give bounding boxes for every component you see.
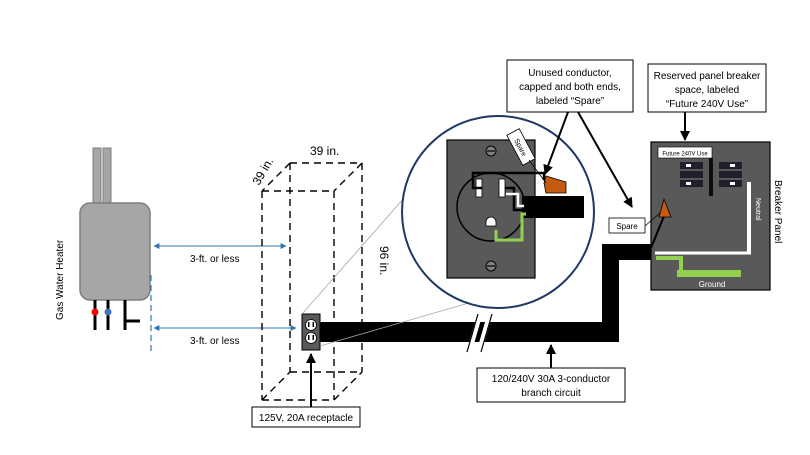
breaker-slots bbox=[680, 158, 742, 196]
svg-text:labeled “Spare”: labeled “Spare” bbox=[536, 96, 604, 107]
flue-pipe-right bbox=[102, 147, 112, 207]
inset-neutral-wire bbox=[506, 192, 524, 208]
callout-reserved-space: Reserved panel breaker space, labeled “F… bbox=[647, 63, 767, 113]
svg-text:120/240V 30A 3-conductor: 120/240V 30A 3-conductor bbox=[492, 374, 611, 385]
clearance-dimension-top: 3-ft. or less bbox=[153, 243, 287, 265]
svg-text:capped and both ends,: capped and both ends, bbox=[519, 82, 621, 93]
flue-pipe-left bbox=[92, 147, 102, 207]
receptacle-detail-inset: Spare bbox=[401, 115, 595, 309]
water-heater-label: Gas Water Heater bbox=[55, 239, 66, 320]
callout-unused-conductor: Unused conductor, capped and both ends, … bbox=[506, 59, 634, 113]
future-240v-label-box bbox=[657, 146, 713, 159]
panel-title: Breaker Panel bbox=[772, 180, 783, 243]
inset-ground-wire bbox=[494, 212, 526, 242]
inset-cable bbox=[522, 196, 584, 218]
breaker-panel: Future 240V Use Neutral Ground Spare bbox=[608, 141, 783, 291]
future-240v-label: Future 240V Use bbox=[662, 152, 708, 158]
zoom-guide-bottom bbox=[319, 295, 494, 347]
ground-label: Ground bbox=[699, 280, 726, 289]
svg-text:branch circuit: branch circuit bbox=[521, 388, 581, 399]
callout-branch-circuit: 120/240V 30A 3-conductor branch circuit bbox=[476, 367, 626, 403]
cold-marker bbox=[104, 308, 112, 316]
receptacle-125v-20a bbox=[301, 313, 321, 351]
hot-marker bbox=[91, 308, 99, 316]
neutral-bar bbox=[747, 182, 751, 254]
svg-text:125V, 20A receptacle: 125V, 20A receptacle bbox=[259, 413, 354, 424]
water-heater-tank bbox=[79, 202, 151, 301]
callout-receptacle: 125V, 20A receptacle bbox=[251, 406, 361, 428]
inset-spare-tag: Spare bbox=[506, 128, 536, 166]
neutral-label: Neutral bbox=[754, 198, 761, 221]
width-dimension-label: 39 in. bbox=[310, 144, 339, 158]
panel-wire-nut bbox=[658, 197, 672, 218]
height-dimension-label: 96 in. bbox=[377, 246, 391, 275]
depth-dimension-label: 39 in. bbox=[249, 155, 276, 187]
svg-text:space, labeled: space, labeled bbox=[675, 85, 740, 96]
dimension-label-bottom: 3-ft. or less bbox=[190, 336, 239, 347]
svg-text:“Future 240V Use”: “Future 240V Use” bbox=[666, 99, 748, 110]
inset-hot-wire-2 bbox=[505, 186, 524, 212]
inset-wire-nut bbox=[543, 175, 567, 194]
slot-ground bbox=[485, 216, 497, 227]
panel-spare-wire bbox=[650, 215, 665, 249]
callout-arrow-panel bbox=[577, 111, 633, 208]
gas-water-heater: Gas Water Heater bbox=[55, 147, 151, 330]
callout-arrow-inset bbox=[543, 111, 569, 175]
svg-text:Reserved panel breaker: Reserved panel breaker bbox=[654, 71, 761, 82]
ground-bar bbox=[677, 270, 741, 277]
inset-hot-wire bbox=[471, 171, 546, 190]
cable-break-symbol bbox=[466, 313, 493, 353]
clearance-dimension-bottom: 3-ft. or less bbox=[153, 325, 297, 347]
panel-spare-tag-label: Spare bbox=[616, 222, 638, 231]
slot-hot bbox=[498, 178, 506, 198]
svg-text:Unused conductor,: Unused conductor, bbox=[528, 68, 611, 79]
dimension-label-top: 3-ft. or less bbox=[190, 254, 239, 265]
